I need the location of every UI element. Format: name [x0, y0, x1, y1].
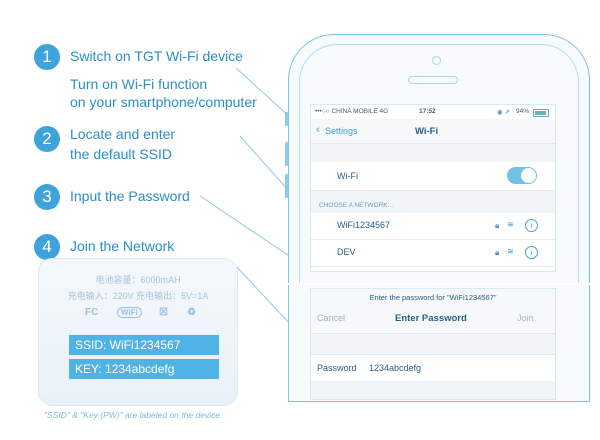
wifi-settings-screen: •••○○ CHINA MOBILE 4G 17:52 ◉ ⇗ 94% ‹ Se… — [310, 104, 556, 272]
device-ssid-label: SSID: WiFi1234567 — [69, 335, 219, 355]
nav-title: Wi-Fi — [415, 126, 439, 137]
phone-speaker — [408, 76, 458, 84]
info-icon[interactable]: i — [525, 219, 538, 232]
battery-icon — [533, 109, 549, 117]
status-bar: •••○○ CHINA MOBILE 4G 17:52 ◉ ⇗ 94% — [311, 105, 555, 119]
lock-icon: 🔒︎ — [495, 248, 500, 257]
password-footer — [311, 381, 555, 399]
password-field-row[interactable]: Password 1234abcdefg — [311, 354, 555, 382]
section-header: CHOOSE A NETWORK... — [319, 202, 394, 209]
step-3-text: Input the Password — [70, 188, 190, 204]
password-prompt: Enter the password for "WiFi1234567" — [369, 293, 497, 302]
step-2-line-2: the default SSID — [70, 146, 172, 162]
step-1b-line-1: Turn on Wi-Fi function — [70, 76, 208, 92]
step-2-line-1: Locate and enter — [70, 126, 176, 142]
step-2-number: 2 — [34, 126, 60, 152]
join-button[interactable]: Join — [517, 313, 534, 323]
password-screen: Enter the password for "WiFi1234567" Can… — [310, 288, 556, 400]
battery-percent: 94% — [516, 108, 530, 115]
wifi-logo-icon: WiFi — [117, 307, 142, 318]
phone-volume-up-button — [285, 142, 288, 166]
phone-inner-bezel — [299, 44, 579, 283]
choose-network-section: CHOOSE A NETWORK... — [311, 191, 555, 213]
password-spacer — [311, 334, 555, 354]
step-1b-line-2: on your smartphone/computer — [70, 94, 257, 110]
step-3-number: 3 — [34, 184, 60, 210]
wifi-signal-icon: ≋ — [507, 247, 514, 256]
info-icon[interactable]: i — [525, 246, 538, 259]
recycle-icon: ♻ — [187, 307, 196, 318]
device-cert-icons: FC WiFi ☒ ♻ — [79, 307, 209, 323]
device-key-label: KEY: 1234abcdefg — [69, 359, 219, 379]
back-button[interactable]: Settings — [325, 126, 358, 136]
cancel-button[interactable]: Cancel — [317, 313, 346, 323]
phone-camera — [432, 56, 441, 65]
device-spec-line-2: 充电输入：220V 充电输出：5V=1A — [67, 291, 209, 301]
location-icon: ◉ ⇗ — [497, 109, 510, 116]
password-title: Enter Password — [395, 313, 467, 324]
network-row-2[interactable]: DEV 🔒︎ ≋ i — [311, 240, 555, 267]
lock-icon: 🔒︎ — [495, 221, 500, 230]
section-spacer — [311, 144, 555, 162]
wifi-toggle-row[interactable]: Wi-Fi — [311, 162, 555, 191]
step-4-text: Join the Network — [70, 238, 175, 254]
phone-mute-button — [285, 112, 288, 126]
phone-volume-down-button — [285, 174, 288, 198]
carrier-text: •••○○ CHINA MOBILE 4G — [315, 108, 389, 115]
network-row-1[interactable]: WiFi1234567 🔒︎ ≋ i — [311, 213, 555, 240]
clock-text: 17:52 — [419, 108, 436, 115]
device-caption: "SSID" & "Key (PW)" are labeled on the d… — [44, 410, 223, 420]
password-input[interactable]: 1234abcdefg — [369, 363, 422, 373]
wifi-signal-icon: ≋ — [507, 220, 514, 229]
step-1-number: 1 — [34, 44, 60, 70]
step-4-number: 4 — [34, 234, 60, 260]
fc-icon: FC — [85, 307, 99, 318]
back-chevron-icon[interactable]: ‹ — [316, 124, 320, 136]
nav-bar: ‹ Settings Wi-Fi — [311, 119, 555, 144]
step-1-text: Switch on TGT Wi-Fi device — [70, 48, 243, 64]
device-spec-line-1: 电池容量：6000mAH — [95, 275, 181, 285]
network-name-2: DEV — [337, 247, 356, 257]
network-name-1: WiFi1234567 — [337, 220, 391, 230]
wifi-toggle-label: Wi-Fi — [337, 171, 358, 181]
password-header: Enter the password for "WiFi1234567" Can… — [311, 289, 555, 334]
password-field-label: Password — [317, 363, 357, 373]
wifi-device: 电池容量：6000mAH 充电输入：220V 充电输出：5V=1A FC WiF… — [38, 258, 238, 406]
ce-icon: ☒ — [159, 307, 168, 318]
wifi-toggle-switch[interactable] — [507, 167, 537, 184]
